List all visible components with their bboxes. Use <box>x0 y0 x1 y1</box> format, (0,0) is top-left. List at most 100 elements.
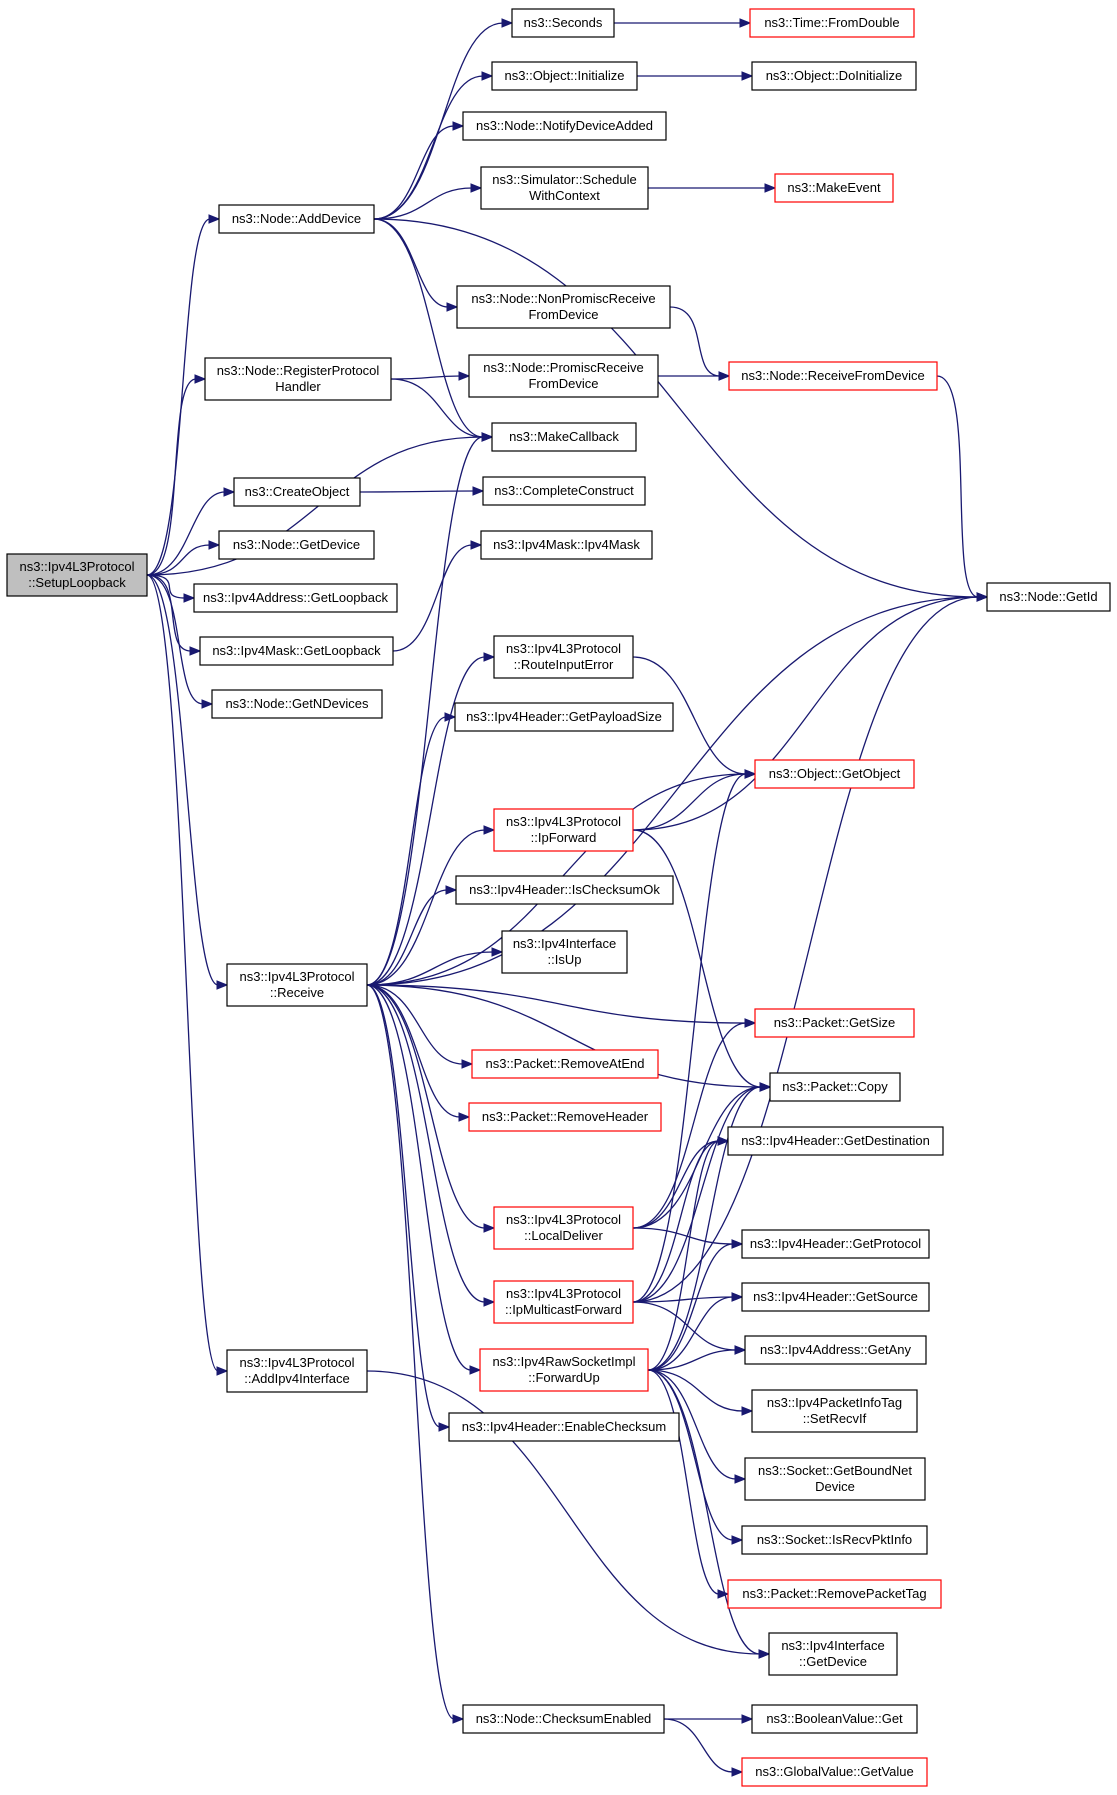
node-enablecs[interactable]: ns3::Ipv4Header::EnableChecksum <box>448 1412 680 1442</box>
node-label: Handler <box>275 379 321 394</box>
node-getobj[interactable]: ns3::Object::GetObject <box>754 759 915 789</box>
node-ifgetdev[interactable]: ns3::Ipv4Interface::GetDevice <box>768 1632 898 1676</box>
node-label: ns3::MakeEvent <box>787 180 881 195</box>
edge-maskloop-to-maskctor <box>392 540 483 652</box>
node-label: ns3::Ipv4Header::GetDestination <box>741 1133 930 1148</box>
node-getproto[interactable]: ns3::Ipv4Header::GetProtocol <box>741 1229 930 1259</box>
node-makeevent[interactable]: ns3::MakeEvent <box>774 173 894 203</box>
edge-regproto-to-promisc <box>390 371 471 381</box>
node-label: ns3::Ipv4L3Protocol <box>240 969 355 984</box>
edge-ipfwd-to-getid <box>632 592 989 831</box>
edge-rawfwd-to-boundnet <box>647 1369 747 1484</box>
node-addrloop[interactable]: ns3::Ipv4Address::GetLoopback <box>193 583 398 613</box>
node-adddev[interactable]: ns3::Node::AddDevice <box>218 204 375 234</box>
node-label: ns3::Ipv4Interface <box>781 1638 884 1653</box>
node-label: ns3::Ipv4L3Protocol <box>20 559 135 574</box>
edge-createobj-to-complete <box>359 486 485 496</box>
edge-rawfwd-to-getsrc <box>647 1292 744 1371</box>
node-maskloop[interactable]: ns3::Ipv4Mask::GetLoopback <box>199 636 394 666</box>
edge-objinit-to-doinit <box>637 71 754 81</box>
edge-adddev-to-objinit <box>373 71 494 220</box>
node-label: ns3::Packet::RemoveAtEnd <box>486 1056 645 1071</box>
node-makecb[interactable]: ns3::MakeCallback <box>491 422 637 452</box>
node-label: ::LocalDeliver <box>524 1228 603 1243</box>
edge-receive-to-checksumok <box>366 885 458 986</box>
node-label: ns3::Ipv4Header::GetProtocol <box>750 1236 921 1251</box>
node-getdest[interactable]: ns3::Ipv4Header::GetDestination <box>727 1126 944 1156</box>
node-isrecvpkt[interactable]: ns3::Socket::IsRecvPktInfo <box>741 1525 928 1555</box>
node-rmtag[interactable]: ns3::Packet::RemovePacketTag <box>727 1579 942 1609</box>
node-label: ns3::Packet::GetSize <box>774 1015 895 1030</box>
node-seconds[interactable]: ns3::Seconds <box>511 8 615 38</box>
node-label: ns3::Ipv4RawSocketImpl <box>492 1354 635 1369</box>
edge-receive-to-rmhdr <box>366 984 471 1122</box>
node-label: ::AddIpv4Interface <box>244 1371 350 1386</box>
node-objinit[interactable]: ns3::Object::Initialize <box>491 61 638 91</box>
node-getdevice[interactable]: ns3::Node::GetDevice <box>218 530 375 560</box>
node-label: ns3::Ipv4Header::GetPayloadSize <box>466 709 662 724</box>
node-getsize[interactable]: ns3::Packet::GetSize <box>754 1008 915 1038</box>
node-label: ns3::Ipv4L3Protocol <box>240 1355 355 1370</box>
node-recvfromdev[interactable]: ns3::Node::ReceiveFromDevice <box>728 361 938 391</box>
node-checksumok[interactable]: ns3::Ipv4Header::IsChecksumOk <box>455 875 674 905</box>
node-globalget[interactable]: ns3::GlobalValue::GetValue <box>741 1757 928 1787</box>
node-receive[interactable]: ns3::Ipv4L3Protocol::Receive <box>226 963 368 1007</box>
node-rmend[interactable]: ns3::Packet::RemoveAtEnd <box>471 1049 659 1079</box>
node-label: WithContext <box>529 188 600 203</box>
edge-setup-to-createobj <box>146 487 236 576</box>
node-label: ns3::CompleteConstruct <box>494 483 634 498</box>
node-label: ns3::Node::RegisterProtocol <box>217 363 380 378</box>
node-boolget[interactable]: ns3::BooleanValue::Get <box>751 1704 918 1734</box>
node-label: Device <box>815 1479 855 1494</box>
node-getany[interactable]: ns3::Ipv4Address::GetAny <box>744 1335 927 1365</box>
node-label: ns3::Socket::IsRecvPktInfo <box>757 1532 912 1547</box>
edge-csenabled-to-globalget <box>663 1718 744 1777</box>
edge-localdel-to-getproto <box>632 1227 744 1249</box>
node-label: ::IpMulticastForward <box>505 1302 622 1317</box>
node-label: ns3::Ipv4L3Protocol <box>506 1212 621 1227</box>
node-createobj[interactable]: ns3::CreateObject <box>233 477 361 507</box>
node-label: ns3::Object::GetObject <box>769 766 901 781</box>
node-label: ns3::Node::GetDevice <box>233 537 360 552</box>
node-label: ns3::Ipv4Interface <box>513 936 616 951</box>
node-ipfwd[interactable]: ns3::Ipv4L3Protocol::IpForward <box>493 808 634 852</box>
node-routeerr[interactable]: ns3::Ipv4L3Protocol::RouteInputError <box>493 635 634 679</box>
node-csenabled[interactable]: ns3::Node::ChecksumEnabled <box>462 1704 665 1734</box>
edge-adddev-to-nonpromisc <box>373 218 459 312</box>
node-notifydev[interactable]: ns3::Node::NotifyDeviceAdded <box>462 111 667 141</box>
node-getndev[interactable]: ns3::Node::GetNDevices <box>211 689 383 719</box>
node-getsrc[interactable]: ns3::Ipv4Header::GetSource <box>741 1282 930 1312</box>
node-complete[interactable]: ns3::CompleteConstruct <box>482 476 646 506</box>
node-label: ns3::Ipv4Mask::Ipv4Mask <box>493 537 640 552</box>
node-setrecvif[interactable]: ns3::Ipv4PacketInfoTag::SetRecvIf <box>751 1389 918 1433</box>
node-label: ns3::Node::ReceiveFromDevice <box>741 368 925 383</box>
node-maskctor[interactable]: ns3::Ipv4Mask::Ipv4Mask <box>480 530 653 560</box>
node-isup[interactable]: ns3::Ipv4Interface::IsUp <box>501 930 628 974</box>
node-doinit[interactable]: ns3::Object::DoInitialize <box>751 61 917 91</box>
node-fromdouble[interactable]: ns3::Time::FromDouble <box>749 8 915 38</box>
node-getid[interactable]: ns3::Node::GetId <box>986 582 1111 612</box>
edge-receive-to-localdel <box>366 984 496 1233</box>
node-payload[interactable]: ns3::Ipv4Header::GetPayloadSize <box>454 702 674 732</box>
node-mcastfwd[interactable]: ns3::Ipv4L3Protocol::IpMulticastForward <box>493 1280 634 1324</box>
node-addif[interactable]: ns3::Ipv4L3Protocol::AddIpv4Interface <box>226 1349 368 1393</box>
node-rawfwd[interactable]: ns3::Ipv4RawSocketImpl::ForwardUp <box>479 1348 649 1392</box>
node-label: ::GetDevice <box>799 1654 867 1669</box>
edge-rawfwd-to-rmtag <box>647 1369 730 1599</box>
edge-rawfwd-to-getany <box>647 1345 747 1371</box>
edge-setup-to-getdevice <box>146 540 221 576</box>
node-copy[interactable]: ns3::Packet::Copy <box>769 1072 901 1102</box>
edge-adddev-to-schedctx <box>373 183 483 220</box>
node-label: ::RouteInputError <box>514 657 614 672</box>
node-rmhdr[interactable]: ns3::Packet::RemoveHeader <box>468 1102 662 1132</box>
node-label: ::SetupLoopback <box>28 575 126 590</box>
node-label: ns3::Ipv4L3Protocol <box>506 814 621 829</box>
edge-rawfwd-to-setrecvif <box>647 1369 754 1416</box>
node-localdel[interactable]: ns3::Ipv4L3Protocol::LocalDeliver <box>493 1206 634 1250</box>
node-label: ns3::Packet::Copy <box>782 1079 888 1094</box>
